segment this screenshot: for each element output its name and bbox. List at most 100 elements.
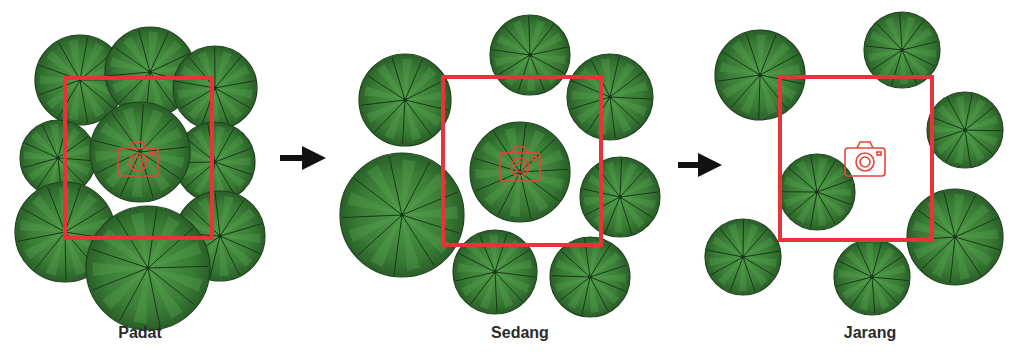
leaf-vein — [518, 55, 530, 92]
leaf-highlight — [68, 40, 80, 80]
leaf-highlight — [51, 124, 59, 158]
camera-lens-inner — [133, 157, 143, 167]
leaf-vein — [605, 197, 620, 233]
canopy-center — [900, 48, 904, 52]
leaf-highlight — [376, 64, 405, 100]
leaf-vein — [474, 158, 520, 172]
tree-canopy — [927, 92, 1003, 168]
leaf-highlight — [743, 257, 777, 267]
leaf-vein — [620, 158, 622, 197]
leaf-highlight — [728, 224, 743, 257]
leaf-highlight — [955, 229, 998, 239]
leaf-highlight — [220, 234, 260, 244]
photo-frame — [780, 77, 932, 240]
leaf-highlight — [590, 277, 599, 313]
leaf-vein — [22, 158, 58, 168]
canopy-disc — [834, 239, 910, 315]
leaf-vein — [743, 220, 745, 257]
canopy-center — [758, 73, 762, 77]
canopy-disc — [490, 15, 570, 95]
leaf-vein — [520, 172, 531, 219]
leaf-vein — [107, 72, 150, 76]
leaf-highlight — [215, 88, 253, 99]
camera-lens — [129, 153, 147, 171]
leaf-vein — [42, 125, 58, 158]
leaf-highlight — [900, 50, 908, 84]
camera-lens — [511, 158, 529, 176]
canopy-center — [400, 213, 404, 217]
camera-body — [845, 148, 885, 176]
leaf-vein — [836, 277, 872, 286]
leaf-highlight — [965, 115, 998, 130]
tree-canopy — [550, 237, 630, 317]
camera-lens — [856, 153, 874, 171]
camera-icon — [845, 142, 885, 176]
leaf-highlight — [348, 215, 402, 242]
leaf-vein — [730, 257, 743, 291]
leaf-highlight — [936, 130, 965, 154]
camera-flash — [150, 152, 154, 155]
leaf-highlight — [220, 208, 255, 236]
leaf-vein — [965, 130, 1002, 132]
camera-flash — [532, 157, 536, 160]
tree-canopy — [705, 219, 781, 295]
leaf-highlight — [133, 268, 148, 324]
leaf-vein — [900, 13, 902, 50]
tree-canopy — [907, 189, 1003, 285]
canopy-center — [148, 70, 152, 74]
leaf-highlight — [872, 265, 906, 277]
leaf-vein — [620, 192, 658, 197]
leaf-highlight — [569, 243, 590, 277]
leaf-highlight — [513, 20, 530, 55]
leaf-highlight — [402, 159, 416, 215]
canopy-center — [870, 275, 874, 279]
leaf-vein — [139, 30, 150, 72]
panel-label: Sedang — [491, 324, 549, 342]
leaf-highlight — [902, 50, 936, 58]
leaf-highlight — [620, 177, 654, 197]
leaf-vein — [717, 75, 760, 81]
canopy-disc — [173, 46, 257, 130]
canopy-disc — [705, 219, 781, 295]
photo-frame — [443, 77, 601, 245]
leaf-vein — [65, 186, 81, 232]
canopy-center — [588, 275, 592, 279]
leaf-highlight — [577, 97, 610, 124]
leaf-highlight — [610, 81, 648, 97]
canopy-center — [146, 266, 150, 270]
leaf-highlight — [605, 162, 620, 197]
leaf-highlight — [590, 274, 626, 283]
leaf-highlight — [405, 100, 422, 141]
leaf-vein — [495, 272, 497, 313]
leaf-vein — [955, 237, 1000, 250]
camera-top — [130, 142, 146, 148]
leaf-vein — [148, 266, 208, 268]
leaf-highlight — [956, 96, 965, 130]
leaf-vein — [495, 233, 507, 272]
leaf-highlight — [32, 195, 65, 232]
leaf-vein — [551, 276, 590, 277]
leaf-vein — [17, 232, 65, 241]
leaf-highlight — [148, 268, 203, 292]
leaf-highlight — [402, 173, 447, 215]
leaf-vein — [91, 249, 148, 268]
canopy-disc — [90, 102, 190, 202]
leaf-vein — [811, 156, 817, 192]
leaf-highlight — [102, 268, 148, 310]
leaf-highlight — [177, 88, 215, 99]
leaf-vein — [610, 97, 615, 138]
canopy-center — [741, 255, 745, 259]
leaf-highlight — [123, 36, 150, 72]
tree-canopy — [86, 206, 210, 330]
camera-flash — [877, 152, 881, 155]
leaf-vein — [80, 80, 88, 123]
leaf-vein — [342, 215, 402, 218]
leaf-vein — [455, 272, 495, 281]
leaf-highlight — [402, 215, 420, 271]
leaf-highlight — [555, 277, 590, 292]
leaf-highlight — [610, 97, 632, 133]
leaf-highlight — [620, 197, 656, 209]
camera-top — [512, 147, 528, 153]
